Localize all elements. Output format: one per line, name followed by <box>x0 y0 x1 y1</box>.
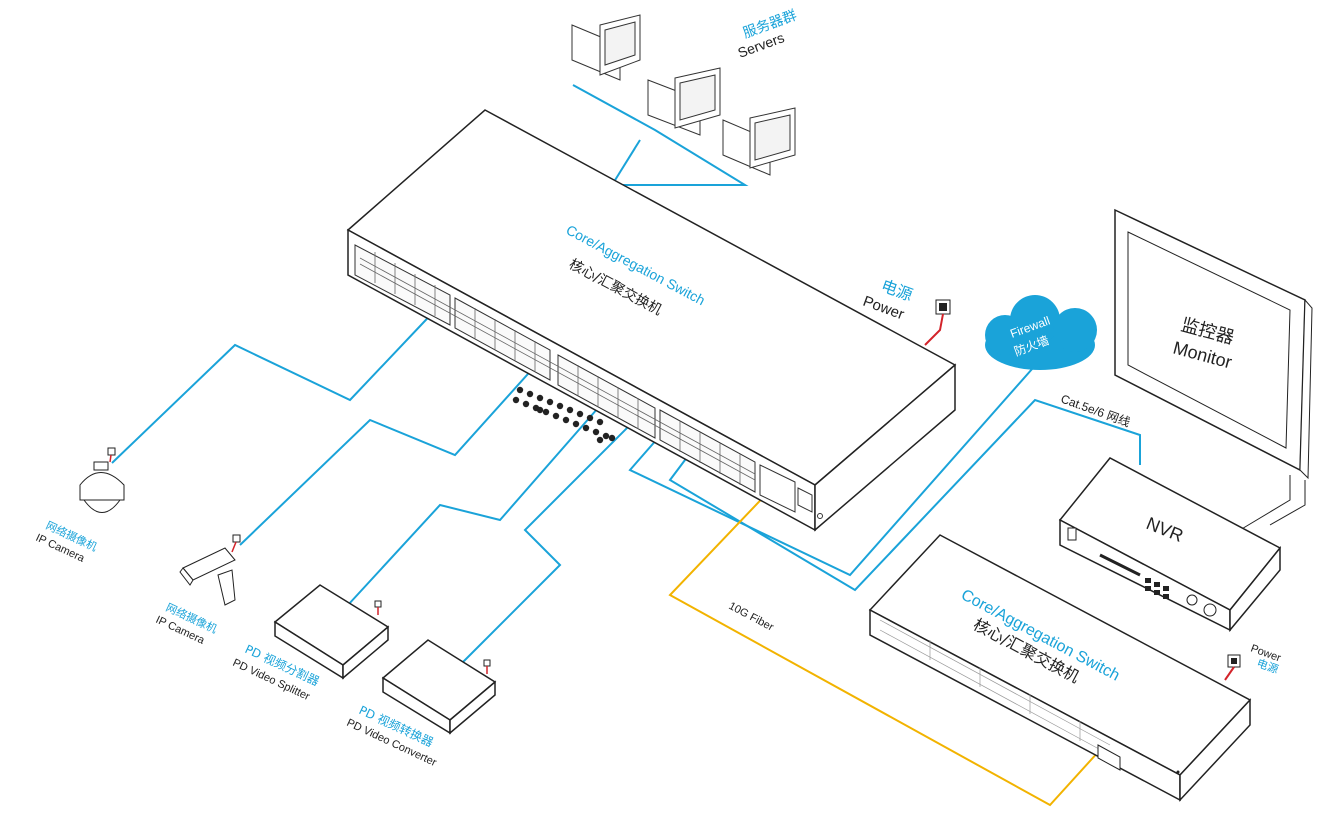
power-outlet-small-icon <box>1224 654 1241 681</box>
monitor-icon <box>1114 208 1313 531</box>
server-group <box>571 14 796 176</box>
cable-pd-converter <box>459 414 641 666</box>
switch-port-grid <box>359 252 756 485</box>
console-port <box>797 487 813 513</box>
cable-servers <box>572 84 749 186</box>
pd-converter-device <box>381 639 497 735</box>
firewall-cloud-icon <box>985 295 1097 370</box>
server-1 <box>571 14 641 81</box>
dome-camera-icon <box>79 447 125 513</box>
nvr-device <box>1058 457 1282 633</box>
pd-splitter-device <box>273 584 390 680</box>
fiber-label: 10G Fiber <box>727 600 776 634</box>
cable-bullet-camera <box>239 354 546 546</box>
cable-server-trunk <box>611 139 641 186</box>
server-3 <box>722 107 796 176</box>
cable-pd-splitter <box>347 399 606 606</box>
power-outlet-icon <box>924 299 951 346</box>
port-dots <box>512 386 616 444</box>
cable-dome-camera <box>111 304 441 464</box>
bullet-camera-icon <box>179 534 241 606</box>
switch-port-blocks <box>354 244 756 493</box>
core-switch-main <box>346 109 957 532</box>
sfp-slot <box>759 464 796 513</box>
cable-nvr <box>668 398 1141 592</box>
cable-10g-fiber <box>668 484 1101 807</box>
switch-side <box>814 363 956 532</box>
reset-hole <box>817 513 823 519</box>
server-2 <box>647 67 721 136</box>
core-switch-secondary <box>868 534 1252 802</box>
